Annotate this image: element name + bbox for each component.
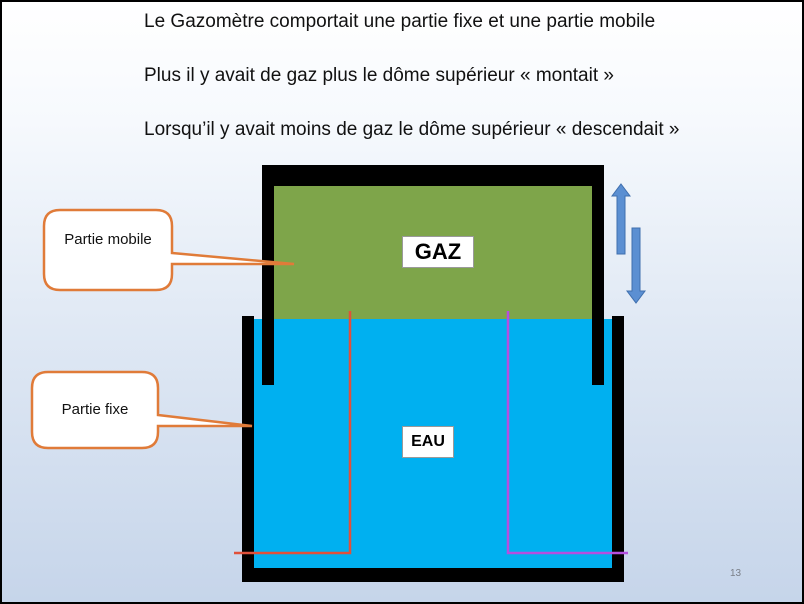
down-arrow-icon	[626, 227, 646, 304]
inlet-pipe	[234, 311, 352, 555]
up-arrow-icon	[611, 183, 631, 255]
outlet-pipe	[506, 311, 628, 555]
fixed-tank-floor	[242, 568, 624, 582]
fixed-tank-right-wall	[612, 316, 624, 582]
callout-fixe-text: Partie fixe	[61, 401, 129, 418]
water-label: EAU	[402, 426, 454, 458]
rising-line: Plus il y avait de gaz plus le dôme supé…	[144, 65, 614, 86]
page-number: 13	[730, 568, 742, 579]
mobile-dome-right-wall	[592, 165, 604, 385]
gas-label: GAZ	[402, 236, 474, 268]
mobile-dome-top	[262, 165, 604, 186]
fixed-tank-left-wall	[242, 316, 254, 582]
callout-mobile-bubble	[42, 208, 295, 292]
callout-fixe-bubble	[30, 370, 253, 450]
intro-line: Le Gazomètre comportait une partie fixe …	[144, 11, 656, 32]
falling-line: Lorsqu’il y avait moins de gaz le dôme s…	[144, 119, 680, 140]
callout-mobile-text: Partie mobile	[64, 231, 152, 248]
mobile-dome-left-wall	[262, 165, 274, 385]
